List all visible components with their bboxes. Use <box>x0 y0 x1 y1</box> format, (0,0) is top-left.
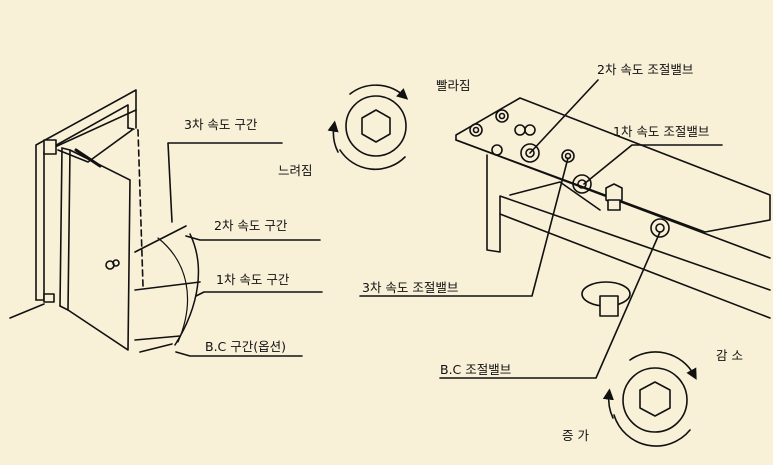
door-closer-body <box>359 79 771 379</box>
bc-zone-label: B.C 구간(옵션) <box>205 339 287 354</box>
speed3-valve-label: 3차 속도 조절밸브 <box>362 280 459 295</box>
bc-valve-label: B.C 조절밸브 <box>440 362 512 377</box>
speed2-valve-label: 2차 속도 조절밸브 <box>597 62 694 77</box>
faster-label: 빨라짐 <box>436 78 471 93</box>
increase-label: 증 가 <box>562 428 589 443</box>
bc-dial <box>602 351 697 447</box>
speed3-zone-label: 3차 속도 구간 <box>184 117 258 132</box>
door-illustration <box>9 89 323 357</box>
speed2-zone-label: 2차 속도 구간 <box>214 218 288 233</box>
decrease-label: 감 소 <box>716 348 743 363</box>
speed1-valve-label: 1차 속도 조절밸브 <box>613 124 710 139</box>
speed1-zone-label: 1차 속도 구간 <box>216 272 290 287</box>
slower-label: 느려짐 <box>278 163 313 178</box>
speed-dial <box>327 84 409 171</box>
